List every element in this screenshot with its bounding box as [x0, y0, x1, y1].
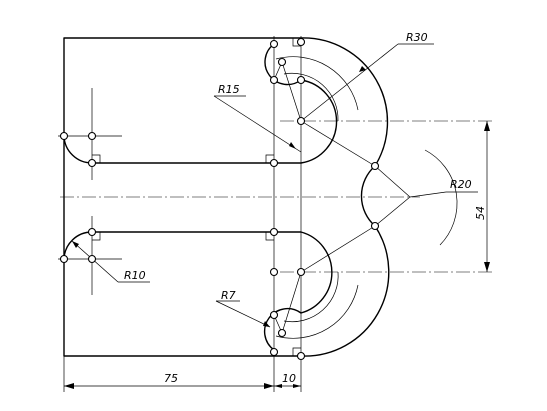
point: [87, 254, 97, 264]
point: [269, 347, 279, 357]
point: [269, 75, 279, 85]
right-angle-mark-2: [265, 154, 274, 163]
right-angle-mark-1: [92, 154, 101, 163]
r30-arrowhead: [359, 66, 366, 72]
point: [87, 131, 97, 141]
r10-label: R10: [124, 269, 146, 282]
point: [269, 267, 279, 277]
r30-label: R30: [406, 31, 428, 44]
point: [59, 131, 69, 141]
point: [59, 254, 69, 264]
construction-line-1: [300, 120, 376, 167]
right-angle-mark-5: [292, 38, 301, 47]
point: [269, 158, 279, 168]
construction-arc-lower: [275, 284, 359, 339]
point: [370, 221, 380, 231]
dim75-arrow-left: [64, 383, 74, 389]
dim10-arrow-right: [293, 384, 301, 388]
point: [296, 75, 306, 85]
dim54-arrow-top: [484, 121, 490, 131]
r7-leader: [215, 300, 271, 328]
construction-arc-lower-2: [283, 271, 339, 323]
construction-arc-upper-2: [283, 73, 339, 122]
r20-label: R20: [450, 178, 472, 191]
point: [277, 328, 287, 338]
dim75-arrow-right: [264, 383, 274, 389]
dim54-arrow-bottom: [484, 262, 490, 272]
point: [296, 116, 306, 126]
construction-line-2: [300, 225, 376, 273]
point: [269, 310, 279, 320]
dim54-label: 54: [474, 206, 487, 220]
right-angle-mark-3: [92, 232, 101, 241]
construction-line-3: [374, 165, 411, 198]
right-angle-mark-6: [292, 347, 301, 356]
lower-slot-outline: [63, 231, 333, 351]
dim10-arrow-left: [274, 384, 282, 388]
r20-leader: [409, 191, 447, 198]
construction-line-5: [281, 61, 302, 122]
part-outline: [63, 37, 390, 357]
r30-leader: [300, 43, 399, 122]
point: [277, 57, 287, 67]
right-angle-mark-4: [265, 232, 274, 241]
r7-label: R7: [221, 289, 236, 302]
construction-line-6: [281, 271, 302, 334]
construction-arc-upper: [275, 56, 359, 111]
upper-slot-outline: [63, 43, 338, 164]
point: [296, 37, 306, 47]
point: [269, 227, 279, 237]
construction-arc-r20: [424, 149, 458, 246]
dim75-label: 75: [164, 372, 178, 385]
r10-arrowhead: [72, 241, 79, 248]
r15-label: R15: [218, 83, 240, 96]
r15-arrowhead: [289, 142, 296, 149]
r7-arrowhead: [263, 321, 270, 327]
point: [87, 158, 97, 168]
construction-line-4: [374, 196, 411, 227]
point: [269, 39, 279, 49]
point: [87, 227, 97, 237]
dim10-label: 10: [282, 372, 296, 385]
point: [370, 161, 380, 171]
point: [296, 351, 306, 361]
point: [296, 267, 306, 277]
r15-leader: [213, 95, 302, 153]
